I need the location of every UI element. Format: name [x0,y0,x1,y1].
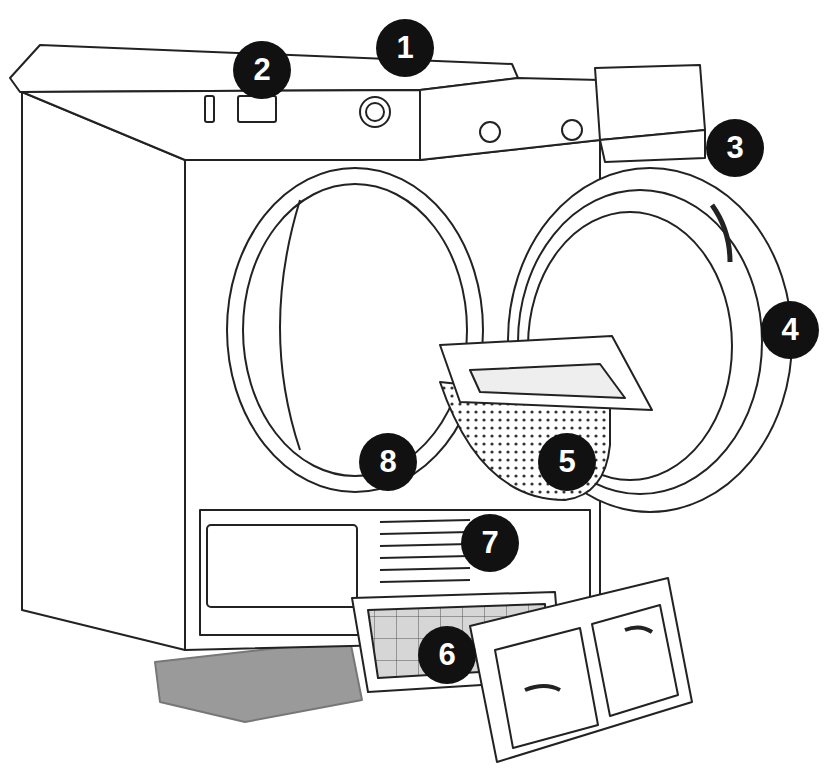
knob-centre [366,103,384,121]
control-panel [22,90,420,160]
water-tank-front [600,130,705,162]
callout-number: 3 [706,119,764,177]
callout-number: 6 [418,626,476,684]
water-tank [595,65,705,140]
base-plate [155,640,362,722]
fluff-filter-frame [440,336,652,410]
display [238,96,276,122]
drum-edge [280,200,300,450]
callout-number: 5 [538,433,596,491]
door-opening [227,168,483,492]
callout-number: 1 [376,19,434,77]
program-knob [360,97,390,127]
vent-cover [207,525,357,607]
side-panel [22,92,185,650]
hatch-recess [495,628,598,748]
drum-opening [243,184,467,476]
indicator [562,120,582,140]
hatch-cover [470,578,692,762]
fluff-filter-inner [470,364,625,398]
hatch-recess [592,605,678,716]
door-handle [712,205,730,262]
callout-number: 7 [461,514,519,572]
slot [205,96,214,122]
hatch-lever [525,686,560,690]
control-panel-right [420,78,600,160]
indicator [480,122,500,142]
callout-number: 2 [233,41,291,99]
callout-number: 8 [359,433,417,491]
callout-number: 4 [761,301,819,359]
hatch-lever [625,627,652,632]
vent-slats [380,520,470,582]
